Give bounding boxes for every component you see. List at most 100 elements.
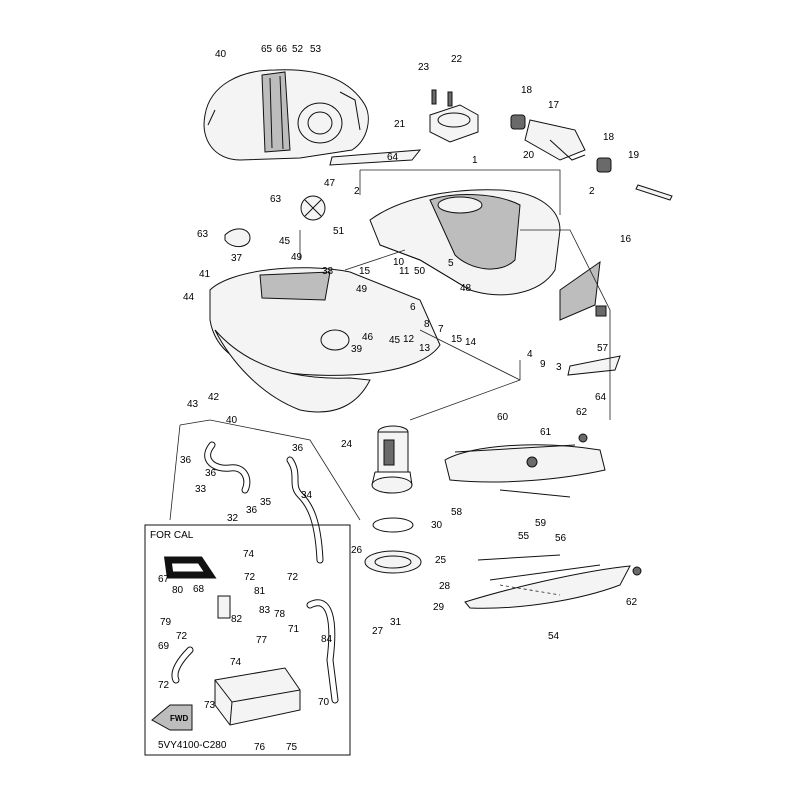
callout-label: 59 — [535, 518, 547, 529]
callout-label: 31 — [390, 617, 402, 628]
callout-label: 6 — [410, 302, 416, 313]
callout-label: 27 — [372, 626, 384, 637]
callout-label: 61 — [540, 427, 552, 438]
callout-label: 12 — [403, 334, 415, 345]
callout-label: 49 — [291, 252, 303, 263]
callout-label: 79 — [160, 617, 172, 628]
strip-64-top — [329, 149, 422, 166]
seat-cover-drawing — [203, 69, 369, 161]
callout-label: 18 — [521, 85, 533, 96]
callout-label: 62 — [626, 597, 638, 608]
callout-label: 7 — [438, 324, 444, 335]
hoses-drawing — [204, 441, 324, 564]
callout-label: 71 — [288, 624, 300, 635]
callout-label: 57 — [597, 343, 609, 354]
bracket-drawing — [510, 114, 673, 201]
callout-label: 20 — [523, 150, 535, 161]
callout-label: 51 — [333, 226, 345, 237]
callout-label: 66 — [276, 44, 288, 55]
callout-label: 80 — [172, 585, 184, 596]
callout-label: 46 — [362, 332, 374, 343]
strip-55-56-drawing — [477, 554, 601, 581]
guide-lines — [169, 169, 611, 596]
fuel-tank-drawing — [369, 189, 561, 296]
callout-label: 64 — [595, 392, 607, 403]
strip-64-right — [567, 355, 621, 376]
callout-label: 55 — [518, 531, 530, 542]
callout-label: 8 — [424, 319, 430, 330]
callout-label: 42 — [208, 392, 220, 403]
screw-62a-drawing — [578, 433, 588, 443]
callout-label: 64 — [387, 152, 399, 163]
callout-label: 54 — [548, 631, 560, 642]
panel-58-drawing — [444, 444, 606, 483]
callout-label: 15 — [359, 266, 371, 277]
side-cover-drawing — [559, 260, 601, 321]
callout-label: 5 — [448, 258, 454, 269]
callout-label: 47 — [324, 178, 336, 189]
callout-label: 69 — [158, 641, 170, 652]
callout-label: 36 — [180, 455, 192, 466]
callout-label: 58 — [451, 507, 463, 518]
callout-label: 36 — [246, 505, 258, 516]
callout-label: 81 — [254, 586, 266, 597]
callout-label: 34 — [301, 490, 313, 501]
diagram-code: 5VY4100-C280 — [158, 740, 227, 751]
callout-label: 16 — [620, 234, 632, 245]
strip-59-drawing — [499, 489, 571, 498]
callout-label: 18 — [603, 132, 615, 143]
callout-label: 37 — [231, 253, 243, 264]
callout-label: 82 — [231, 614, 243, 625]
clip-57-drawing — [595, 305, 607, 317]
callout-label: 21 — [394, 119, 406, 130]
fwd-label: FWD — [170, 714, 188, 723]
fwd-arrow: FWD — [151, 704, 193, 731]
callout-label: 3 — [556, 362, 562, 373]
canister-drawing — [164, 556, 339, 726]
callout-label: 2 — [354, 186, 360, 197]
callout-label: 49 — [356, 284, 368, 295]
callout-label: 72 — [287, 572, 299, 583]
tank-cover-drawing — [209, 228, 441, 413]
callout-label: 45 — [279, 236, 291, 247]
callout-label: 48 — [460, 283, 472, 294]
gasket-30-drawing — [372, 517, 414, 533]
callout-label: 11 — [399, 266, 410, 277]
strip-60-drawing — [454, 444, 576, 453]
callout-label: 60 — [497, 412, 509, 423]
callout-label: 40 — [226, 415, 238, 426]
callout-label: 36 — [205, 468, 217, 479]
callout-label: 35 — [260, 497, 272, 508]
callout-label: 40 — [215, 49, 227, 60]
fuel-cap-drawing — [429, 89, 479, 143]
callout-label: 14 — [465, 337, 477, 348]
callout-label: 73 — [204, 700, 216, 711]
callout-label: 19 — [628, 150, 640, 161]
callout-label: 45 — [389, 335, 401, 346]
for-cal-title: FOR CAL — [150, 530, 194, 541]
panel-54-drawing — [464, 565, 631, 609]
callout-label: 72 — [176, 631, 188, 642]
callout-label: 24 — [341, 439, 353, 450]
callout-label: 13 — [419, 343, 431, 354]
callout-label: 15 — [451, 334, 463, 345]
callout-label: 38 — [322, 266, 334, 277]
callout-label: 50 — [414, 266, 426, 277]
callout-label: 44 — [183, 292, 195, 303]
callout-label: 70 — [318, 697, 330, 708]
emblem-cross — [304, 199, 322, 217]
callout-label: 63 — [270, 194, 282, 205]
callout-label: 25 — [435, 555, 447, 566]
callout-label: 33 — [195, 484, 207, 495]
callout-label: 10 — [393, 257, 405, 268]
callout-label: 74 — [230, 657, 242, 668]
callout-label: 56 — [555, 533, 567, 544]
plate-25-drawing — [364, 550, 422, 574]
callout-label: 36 — [292, 443, 304, 454]
callout-label: 53 — [310, 44, 322, 55]
callout-label: 78 — [274, 609, 286, 620]
callout-label: 28 — [439, 581, 451, 592]
callout-label: 62 — [576, 407, 588, 418]
callout-label: 74 — [243, 549, 255, 560]
